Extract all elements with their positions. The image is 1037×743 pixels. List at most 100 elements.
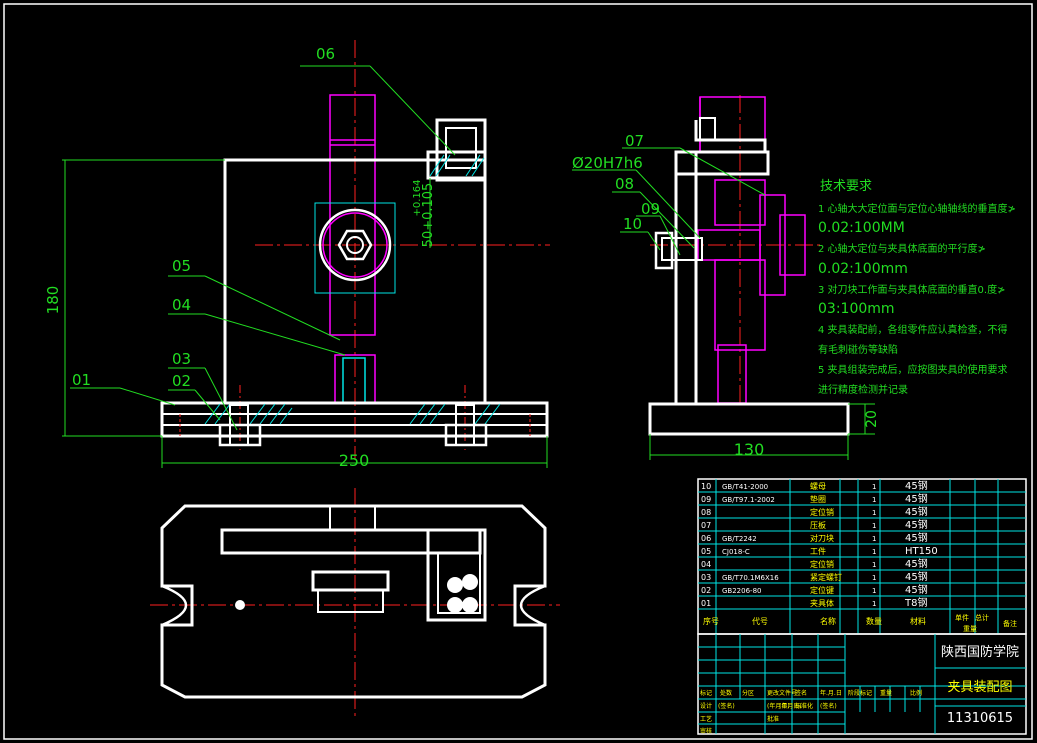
dim-center-height: 50+0.105: [421, 183, 436, 248]
parts-row-name: 夹具体: [810, 598, 834, 608]
parts-row-name: 对刀块: [810, 533, 834, 543]
header-material: 材料: [910, 616, 926, 626]
front-dimensions: [62, 159, 548, 468]
balloon-02: 02: [172, 372, 191, 390]
balloon-07: 07: [625, 132, 644, 150]
header-total-weight: 总计: [975, 613, 989, 622]
tech-line: 5 夹具组装完成后，应按图夹具的使用要求: [818, 363, 1008, 376]
dim-width: 250: [339, 451, 370, 470]
front-view: 180 250 50+0.105 +0.164 06 05 04 03 02 0…: [44, 40, 550, 470]
parts-row-code: GB/T41-2000: [722, 483, 768, 491]
header-no: 序号: [703, 616, 719, 626]
parts-row-qty: 1: [872, 509, 876, 517]
side-pressure-plate: [694, 120, 767, 152]
header-remark: 备注: [1003, 619, 1017, 628]
side-dimensions: [649, 403, 875, 460]
balloon-03: 03: [172, 350, 191, 368]
parts-row-material: 45钢: [905, 583, 928, 596]
tech-line: 03:100mm: [818, 301, 895, 317]
front-leaders: [70, 65, 456, 431]
title-block-label: 签名: [795, 689, 807, 697]
tech-line: 0.02:100MM: [818, 220, 905, 236]
parts-row-code: CJ018-C: [722, 548, 750, 556]
parts-row-code: GB/T97.1-2002: [722, 496, 775, 504]
slot-right: [519, 584, 546, 627]
parts-row-no: 03: [701, 573, 711, 582]
parts-row-qty: 1: [872, 574, 876, 582]
parts-row-material: 45钢: [905, 518, 928, 531]
side-dim-width: 130: [734, 440, 765, 459]
parts-row-material: 45钢: [905, 531, 928, 544]
balloon-08: 08: [615, 175, 634, 193]
parts-row-material: HT150: [905, 546, 938, 557]
setting-block-hatch: [429, 154, 485, 177]
balloon-10: 10: [623, 215, 642, 233]
tech-line: 2 心轴大定位与夹具体底面的平行度≯: [818, 242, 986, 255]
parts-row-no: 09: [701, 495, 711, 504]
title-block-label: 工艺: [700, 715, 712, 723]
parts-row-qty: 1: [872, 548, 876, 556]
technical-requirements: 技术要求 1 心轴大大定位面与定位心轴轴线的垂直度≯ 0.02:100MM 2 …: [818, 179, 1016, 396]
balloon-01: 01: [72, 371, 91, 389]
side-bolt-nut: [654, 231, 674, 270]
title-block-label: 阶段标记: [848, 689, 872, 697]
parts-row-qty: 1: [872, 496, 876, 504]
parts-row-qty: 1: [872, 483, 876, 491]
parts-row-material: 45钢: [905, 557, 928, 570]
parts-row-name: 紧定螺钉: [810, 572, 842, 582]
drawing-title: 夹具装配图: [947, 680, 1012, 695]
header-code: 代号: [752, 616, 768, 626]
parts-row-no: 04: [701, 560, 711, 569]
title-block-label: 标记: [700, 689, 712, 697]
parts-row-code: GB/T2242: [722, 535, 757, 543]
side-leaders: [572, 147, 766, 256]
side-upright: [674, 150, 698, 406]
parts-row-qty: 1: [872, 600, 876, 608]
header-weight: 重量: [963, 625, 977, 633]
header-name: 名称: [820, 616, 836, 626]
school-name: 陕西国防学院: [941, 644, 1019, 660]
workpiece-bore: [318, 208, 392, 282]
tech-title: 技术要求: [820, 179, 872, 194]
parts-row-no: 08: [701, 508, 711, 517]
parts-row-name: 压板: [810, 520, 826, 530]
parts-row-material: 45钢: [905, 570, 928, 583]
title-block-label: 分区: [742, 689, 754, 697]
title-block-label: (年月日): [767, 702, 790, 710]
parts-row-qty: 1: [872, 587, 876, 595]
side-dim-base: 20: [864, 410, 880, 428]
parts-row-material: T8钢: [904, 596, 927, 609]
title-block-label: 批准: [767, 715, 779, 723]
side-base: [648, 402, 850, 436]
parts-row-name: 螺母: [810, 481, 826, 491]
title-block-label: (签名): [820, 702, 837, 710]
parts-row-no: 06: [701, 534, 711, 543]
parts-row-name: 工件: [810, 546, 826, 556]
sheet-border: [3, 3, 1033, 740]
tech-line: 0.02:100mm: [818, 261, 908, 277]
parts-row-qty: 1: [872, 561, 876, 569]
nut-boss: [314, 202, 396, 294]
parts-row-no: 07: [701, 521, 711, 530]
title-block-label: 处数: [720, 689, 732, 697]
balloon-05: 05: [172, 257, 191, 275]
base-hatch: [204, 403, 501, 425]
slot-left: [161, 584, 188, 627]
title-block-label: 重量: [880, 689, 892, 697]
setting-block: [435, 118, 487, 182]
parts-row-qty: 1: [872, 535, 876, 543]
title-block-label: (签名): [718, 702, 735, 710]
title-block-label: 更改文件号: [767, 689, 797, 697]
parts-row-name: 垫圈: [810, 494, 826, 504]
parts-row-no: 02: [701, 586, 711, 595]
title-block-label: 比例: [910, 689, 922, 697]
parts-row-code: GB2206-80: [722, 587, 761, 595]
tech-line: 4 夹具装配前，各组零件应认真检查，不得: [818, 323, 1008, 336]
dim-tolerance-upper: +0.164: [412, 179, 423, 216]
title-block: 陕西国防学院 夹具装配图 11310615 标记处数分区更改文件号签名年.月.日…: [697, 633, 1027, 735]
parts-row-qty: 1: [872, 522, 876, 530]
tech-line: 3 对刀块工作面与夹具体底面的垂直0.度≯: [818, 283, 1005, 296]
tech-line: 有毛刺碰伤等缺陷: [818, 343, 898, 356]
parts-row-name: 定位销: [810, 559, 834, 569]
